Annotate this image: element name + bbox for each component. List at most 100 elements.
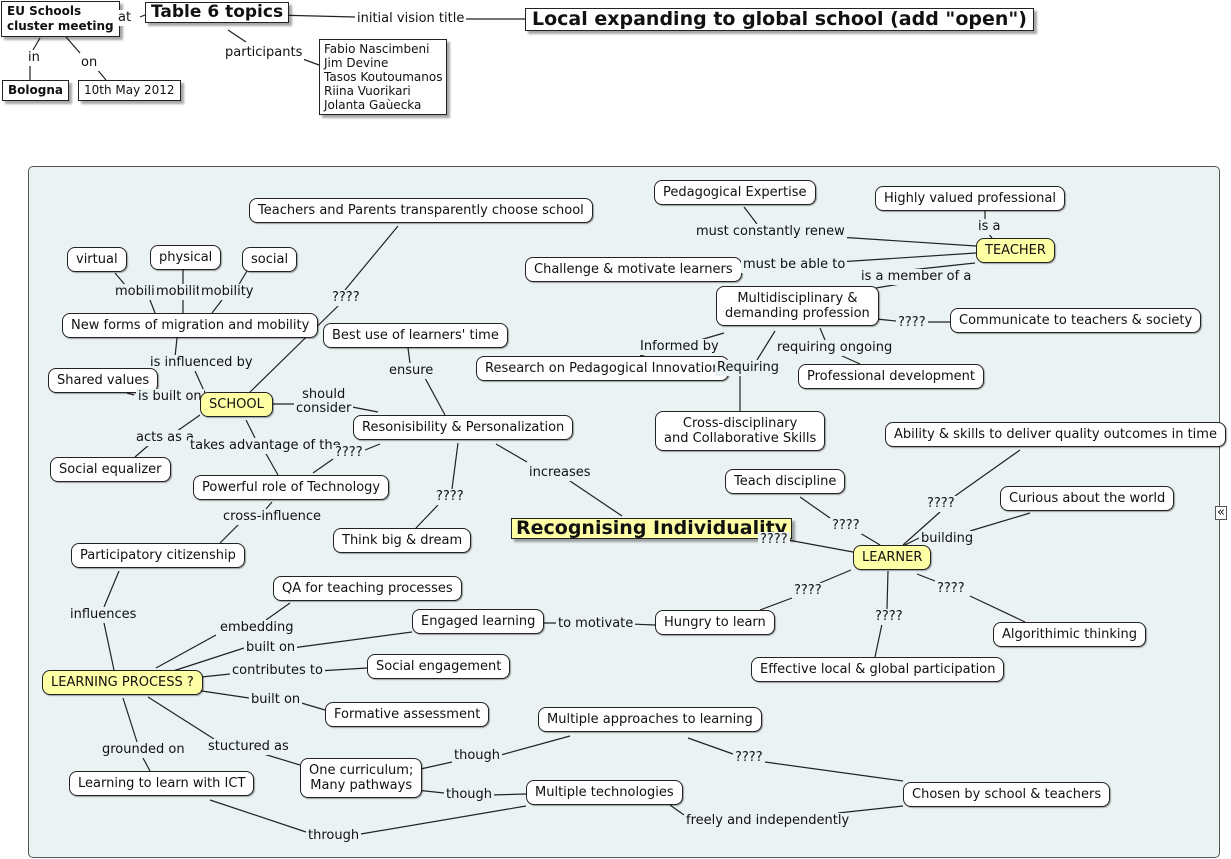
connector-line	[126, 392, 135, 396]
ability-node[interactable]: Ability & skills to deliver quality outc…	[885, 422, 1226, 447]
link-requiring-ongoing: requiring ongoing	[775, 340, 895, 356]
multidisciplinary-node[interactable]: Multidisciplinary &demanding profession	[716, 286, 879, 326]
connector-line	[969, 512, 1031, 532]
recognising-node[interactable]: Recognising Individuality	[511, 518, 793, 539]
connector-line	[916, 573, 936, 582]
link-grounded-on: grounded on	[100, 742, 187, 758]
migration-node[interactable]: New forms of migration and mobility	[62, 313, 319, 338]
learner-node[interactable]: LEARNER	[853, 545, 932, 570]
technology-node[interactable]: Powerful role of Technology	[193, 475, 390, 500]
connector-line	[819, 327, 826, 341]
teach-discipline-node[interactable]: Teach discipline	[725, 469, 846, 494]
connector-line	[839, 354, 861, 365]
responsibility-node[interactable]: Resonisibility & Personalization	[353, 415, 574, 440]
multiple-tech-node[interactable]: Multiple technologies	[526, 780, 683, 805]
connector-line	[317, 667, 368, 672]
link-cross-influence: cross-influence	[221, 509, 324, 525]
connector-line	[569, 480, 623, 517]
social-engagement-node[interactable]: Social engagement	[367, 654, 511, 679]
connector-line	[699, 332, 725, 341]
virtual-node[interactable]: virtual	[67, 247, 127, 272]
link-q-technology: ????	[333, 445, 365, 461]
connector-line	[344, 225, 399, 291]
teachers-parents-node[interactable]: Teachers and Parents transparently choos…	[249, 198, 593, 223]
curriculum-node[interactable]: One curriculum;Many pathways	[300, 758, 423, 798]
ped-expertise-node[interactable]: Pedagogical Expertise	[654, 180, 816, 205]
connector-line	[489, 793, 527, 796]
link-in: in	[26, 50, 42, 66]
participatory-node[interactable]: Participatory citizenship	[71, 543, 245, 568]
algorithmic-node[interactable]: Algorithimic thinking	[993, 622, 1146, 647]
engaged-node[interactable]: Engaged learning	[412, 609, 545, 634]
connector-line	[451, 442, 459, 490]
communicate-node[interactable]: Communicate to teachers & society	[950, 308, 1202, 333]
school-node[interactable]: SCHOOL	[200, 392, 273, 417]
learning-ict-node[interactable]: Learning to learn with ICT	[69, 771, 255, 796]
link-must-renew: must constantly renew	[694, 224, 847, 240]
vision-title-node[interactable]: Local expanding to global school (add "o…	[525, 8, 1034, 31]
connector-line	[209, 799, 307, 833]
shared-values-node[interactable]: Shared values	[48, 368, 159, 393]
link-q-effective: ????	[873, 609, 905, 625]
date-node[interactable]: 10th May 2012	[78, 80, 181, 101]
challenge-node[interactable]: Challenge & motivate learners	[525, 257, 742, 282]
link-is-a: is a	[976, 219, 1003, 235]
connector-line	[874, 623, 883, 658]
connector-line	[174, 337, 178, 358]
curious-node[interactable]: Curious about the world	[1000, 486, 1175, 511]
connector-line	[103, 570, 120, 608]
connector-line	[859, 532, 881, 546]
link-freely: freely and independently	[684, 813, 852, 829]
formative-node[interactable]: Formative assessment	[325, 702, 490, 727]
connector-line	[237, 270, 248, 287]
connector-line	[902, 537, 920, 547]
connector-line	[787, 539, 854, 553]
highly-valued-node[interactable]: Highly valued professional	[875, 186, 1065, 211]
connector-line	[764, 761, 904, 782]
social-node[interactable]: social	[242, 247, 298, 272]
link-though-tech: though	[444, 787, 495, 803]
table-topics-node[interactable]: Table 6 topics	[145, 2, 290, 23]
link-must-be-able: must be able to	[741, 257, 848, 273]
connector-line	[687, 737, 734, 755]
qa-node[interactable]: QA for teaching processes	[273, 576, 462, 601]
hungry-node[interactable]: Hungry to learn	[655, 610, 775, 635]
think-big-node[interactable]: Think big & dream	[333, 528, 472, 553]
connector-line	[424, 377, 446, 416]
link-acts-as-a: acts as a	[134, 430, 196, 446]
multiple-approaches-node[interactable]: Multiple approaches to learning	[538, 707, 762, 732]
connector-line	[297, 701, 326, 711]
connector-line	[194, 689, 250, 699]
learning-process-node[interactable]: LEARNING PROCESS ?	[42, 670, 203, 695]
connector-line	[155, 634, 217, 669]
effective-node[interactable]: Effective local & global participation	[751, 657, 1005, 682]
link-informed-by: Informed by	[638, 339, 721, 355]
social-equalizer-node[interactable]: Social equalizer	[50, 457, 171, 482]
connector-line	[954, 449, 1021, 497]
link-takes-advantage: takes advantage of the	[188, 438, 343, 454]
connector-line	[147, 696, 215, 740]
link-on: on	[79, 55, 100, 71]
research-node[interactable]: Research on Pedagogical Innovation	[476, 356, 730, 381]
connector-line	[837, 236, 977, 247]
connector-line	[669, 804, 685, 816]
link-mobility-social: mobility	[199, 284, 256, 300]
best-use-node[interactable]: Best use of learners' time	[323, 323, 508, 348]
connector-line	[756, 330, 776, 361]
connector-line	[415, 504, 439, 529]
prof-dev-node[interactable]: Professional development	[798, 364, 985, 389]
collapse-arrows-icon[interactable]: «	[1215, 505, 1227, 520]
place-node[interactable]: Bologna	[2, 80, 69, 101]
connector-line	[169, 647, 245, 673]
link-building: building	[919, 531, 976, 547]
teacher-node[interactable]: TEACHER	[976, 238, 1055, 263]
physical-node[interactable]: physical	[150, 245, 222, 270]
link-q-communicate: ????	[896, 315, 928, 331]
link-participants: participants	[223, 45, 305, 61]
link-q-ability: ????	[925, 496, 957, 512]
chosen-node[interactable]: Chosen by school & teachers	[903, 782, 1111, 807]
